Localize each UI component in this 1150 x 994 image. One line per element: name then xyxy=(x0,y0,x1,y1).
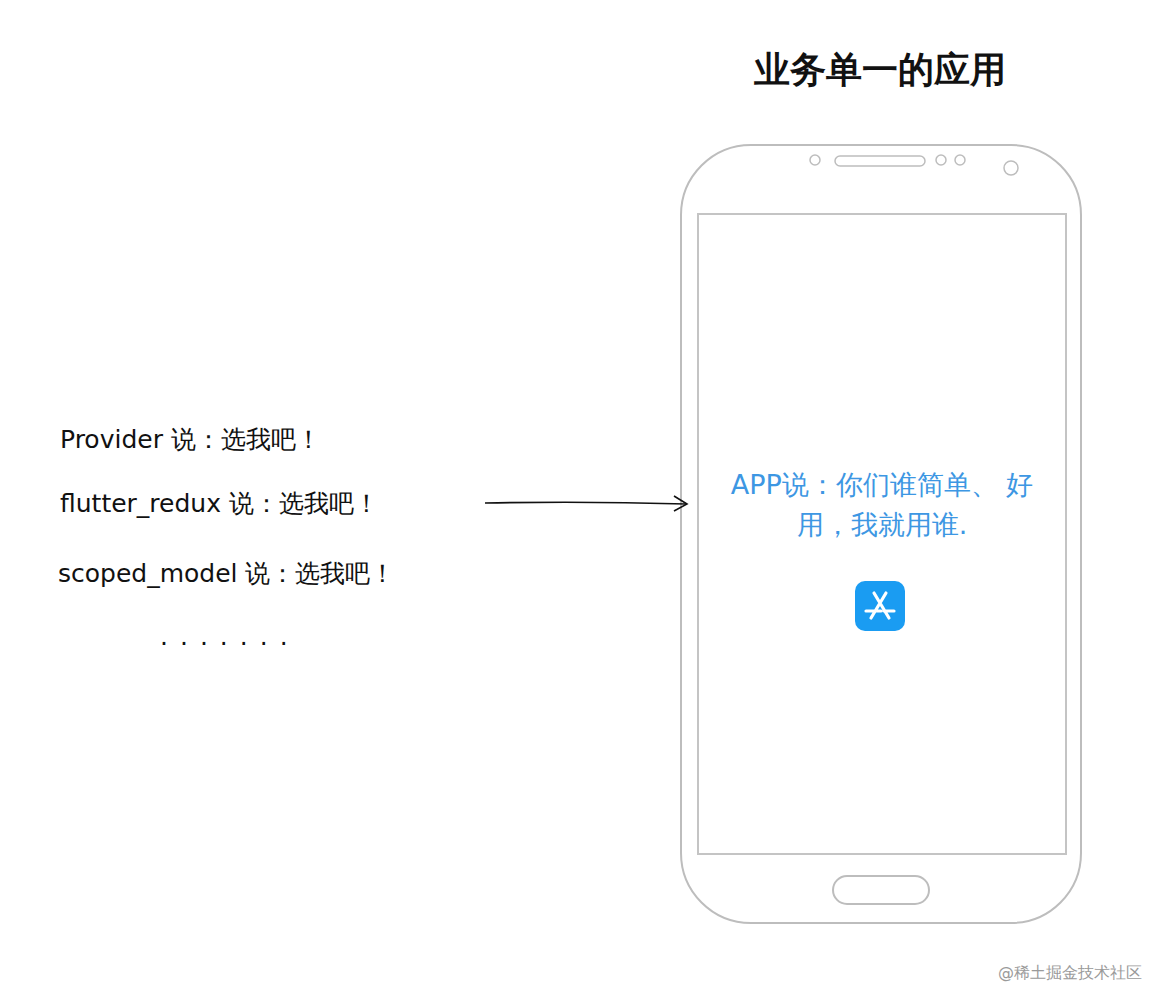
phone-sensor xyxy=(936,155,946,165)
speech-line: scoped_model 说：选我吧！ xyxy=(58,557,395,590)
icon-glyph xyxy=(866,593,894,618)
phone-body xyxy=(681,145,1081,923)
icon-ground xyxy=(855,581,905,631)
speech-line: Provider 说：选我吧！ xyxy=(60,423,321,456)
pointer-arrow xyxy=(485,496,687,511)
phone-speaker xyxy=(835,156,925,166)
phone-sensor xyxy=(955,155,965,165)
ellipsis: ....... xyxy=(160,622,300,651)
diagram-title: 业务单一的应用 xyxy=(640,46,1120,95)
app-store-icon xyxy=(855,581,905,631)
home-button xyxy=(833,876,929,904)
screen-message: APP说：你们谁简单、 好用，我就用谁. xyxy=(712,465,1052,545)
arrow-line xyxy=(485,502,686,504)
phone-camera xyxy=(1004,161,1018,175)
arrow-head xyxy=(674,496,687,511)
phone-sensor xyxy=(810,155,820,165)
phone-screen: APP说：你们谁简单、 好用，我就用谁. xyxy=(697,213,1067,855)
speech-line: flutter_redux 说：选我吧！ xyxy=(60,487,379,520)
watermark: @稀土掘金技术社区 xyxy=(998,963,1142,984)
